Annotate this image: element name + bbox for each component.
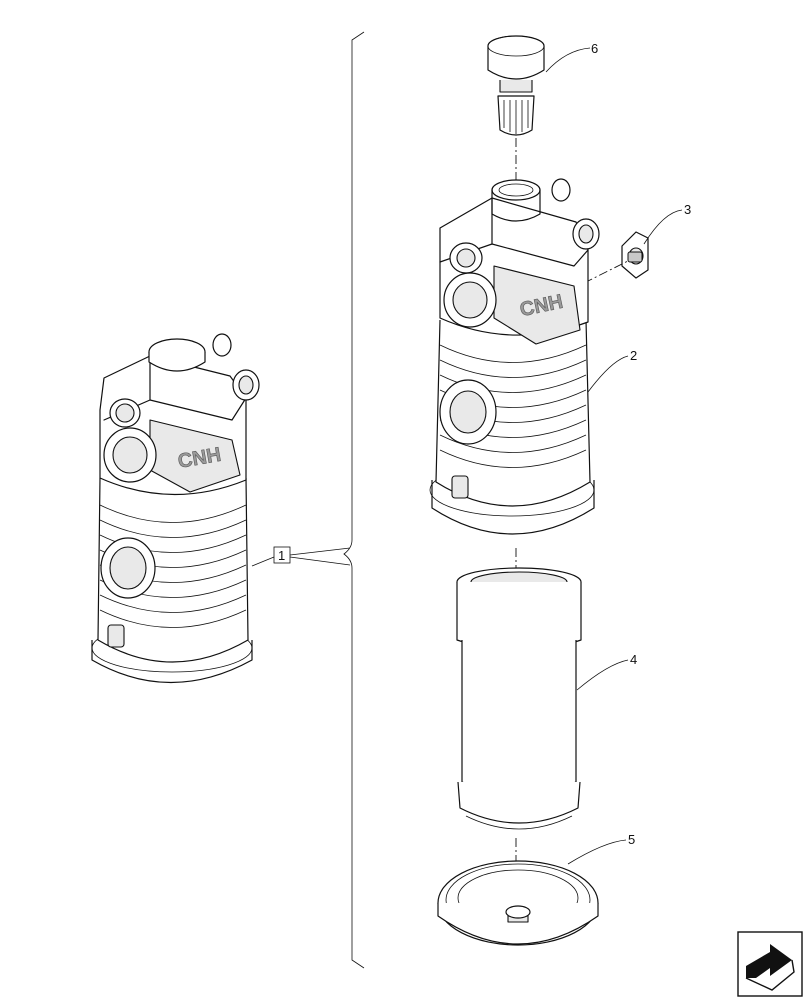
fitting bbox=[443, 272, 497, 328]
callout-6: 6 bbox=[545, 41, 598, 73]
callout-5: 5 bbox=[567, 832, 635, 865]
callout-2-label: 2 bbox=[630, 348, 637, 363]
fitting bbox=[212, 333, 232, 357]
service-indicator bbox=[487, 35, 545, 136]
filter-housing: CNH bbox=[429, 178, 600, 535]
filter-cover bbox=[437, 860, 599, 946]
callout-5-label: 5 bbox=[628, 832, 635, 847]
fitting bbox=[232, 369, 260, 401]
fitting bbox=[449, 242, 483, 274]
fitting bbox=[572, 218, 600, 250]
fitting bbox=[551, 178, 571, 202]
callout-6-label: 6 bbox=[591, 41, 598, 56]
callout-1: 1 bbox=[251, 546, 351, 567]
assembly-bracket bbox=[343, 31, 365, 969]
callout-3: 3 bbox=[643, 202, 691, 245]
assembled-filter: CNH bbox=[91, 333, 260, 684]
next-page-arrow-icon[interactable] bbox=[737, 931, 803, 997]
callout-4: 4 bbox=[576, 652, 637, 691]
callout-2: 2 bbox=[587, 348, 637, 393]
fitting bbox=[109, 398, 141, 428]
fitting bbox=[103, 427, 157, 483]
callout-3-label: 3 bbox=[684, 202, 691, 217]
callout-4-label: 4 bbox=[630, 652, 637, 667]
valve bbox=[621, 231, 649, 279]
filter-element bbox=[456, 567, 582, 830]
callout-1-label: 1 bbox=[278, 548, 285, 563]
